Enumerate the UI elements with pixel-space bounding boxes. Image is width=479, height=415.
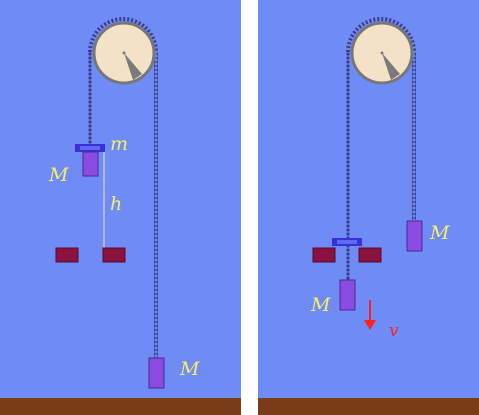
right-chain-strand xyxy=(412,52,416,222)
floor xyxy=(0,398,241,415)
label-velocity-v: v xyxy=(389,321,399,341)
chain-over-pulley xyxy=(346,17,416,53)
pulley xyxy=(350,21,414,85)
label-rider-m: m xyxy=(110,133,129,155)
label-right-mass-M: M xyxy=(180,358,200,380)
left-mass-M xyxy=(82,151,99,177)
pulley-pointer xyxy=(382,53,400,80)
panel-final-state: M M v xyxy=(258,0,479,415)
chain-over-pulley xyxy=(88,17,158,53)
left-chain-strand xyxy=(88,52,92,148)
right-mass-M xyxy=(148,357,165,389)
right-mass-M xyxy=(406,220,423,252)
velocity-arrow xyxy=(364,300,376,330)
label-height-h: h xyxy=(110,193,123,215)
stop-block-right xyxy=(358,247,382,263)
label-right-mass-M: M xyxy=(430,222,450,244)
label-left-mass-M: M xyxy=(311,294,331,316)
panel-initial-state: m M h M xyxy=(0,0,241,415)
pulley xyxy=(92,21,156,85)
left-diagram xyxy=(55,17,165,389)
pulley-pointer xyxy=(124,53,142,80)
stop-block-right xyxy=(102,247,126,263)
left-chain-strand xyxy=(346,52,350,280)
right-diagram xyxy=(312,17,423,330)
label-left-mass-M: M xyxy=(49,164,69,186)
stop-block-left xyxy=(312,247,336,263)
left-mass-M xyxy=(339,279,356,311)
floor xyxy=(258,398,479,415)
stop-block-left xyxy=(55,247,79,263)
right-chain-strand xyxy=(154,52,158,358)
